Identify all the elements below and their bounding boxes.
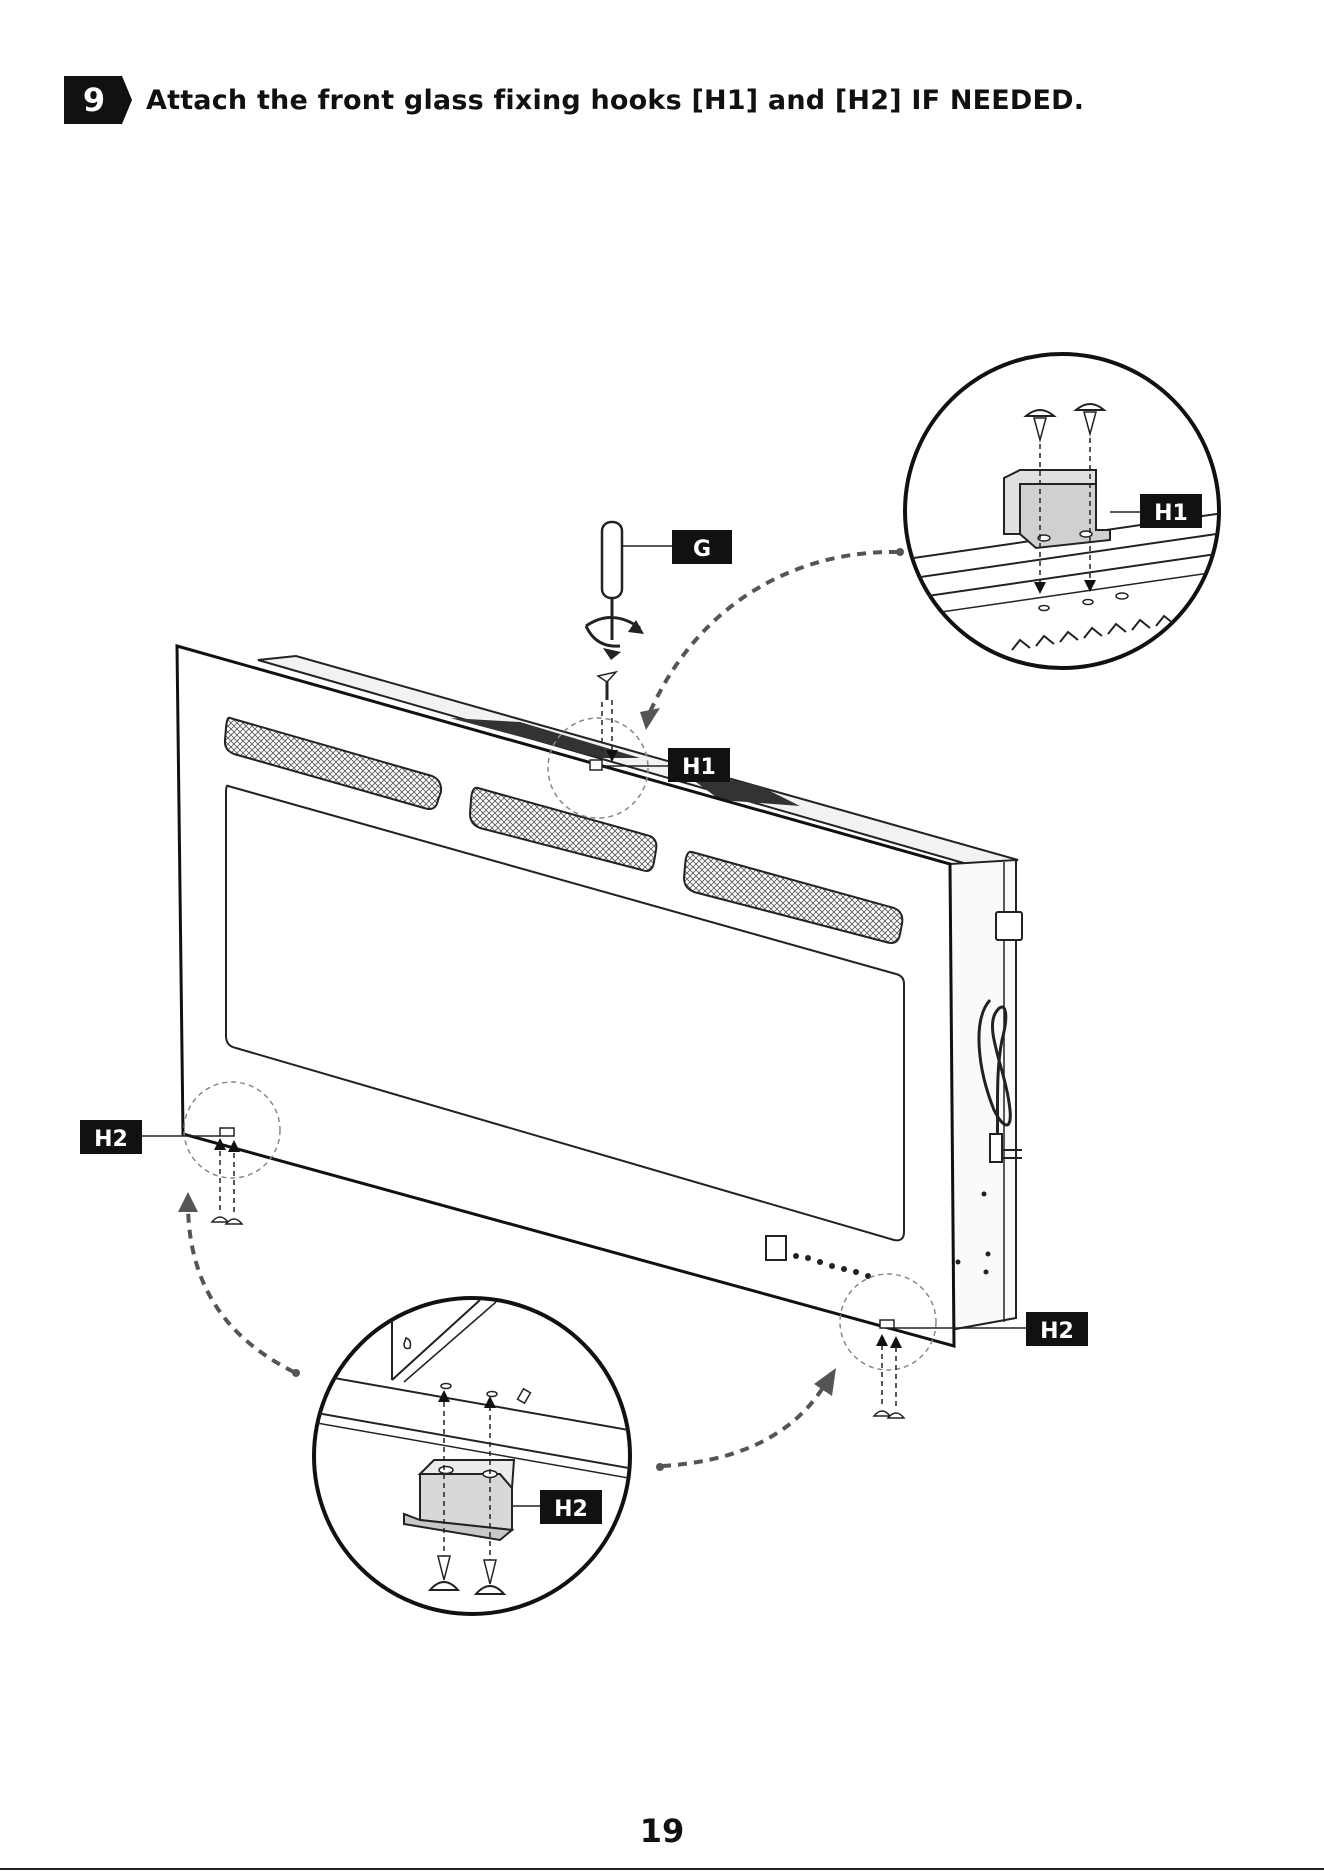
label-h2-right: H2 [1026, 1312, 1088, 1346]
fireplace-unit [177, 646, 1022, 1346]
svg-text:G: G [693, 537, 711, 562]
label-g: G [672, 530, 732, 564]
bottom-detail-view [300, 1296, 640, 1614]
svg-text:H2: H2 [94, 1127, 128, 1152]
label-h2-detail: H2 [540, 1490, 602, 1524]
page-number: 19 [0, 1812, 1324, 1850]
footer-rule [0, 1868, 1324, 1870]
label-h1-detail: H1 [1140, 494, 1202, 528]
svg-text:H2: H2 [1040, 1319, 1074, 1344]
svg-text:H2: H2 [554, 1497, 588, 1522]
screwdriver-icon [586, 522, 672, 660]
label-h2-left: H2 [80, 1120, 142, 1154]
svg-text:H1: H1 [682, 755, 716, 780]
label-h1-top: H1 [668, 748, 730, 782]
svg-text:H1: H1 [1154, 501, 1188, 526]
